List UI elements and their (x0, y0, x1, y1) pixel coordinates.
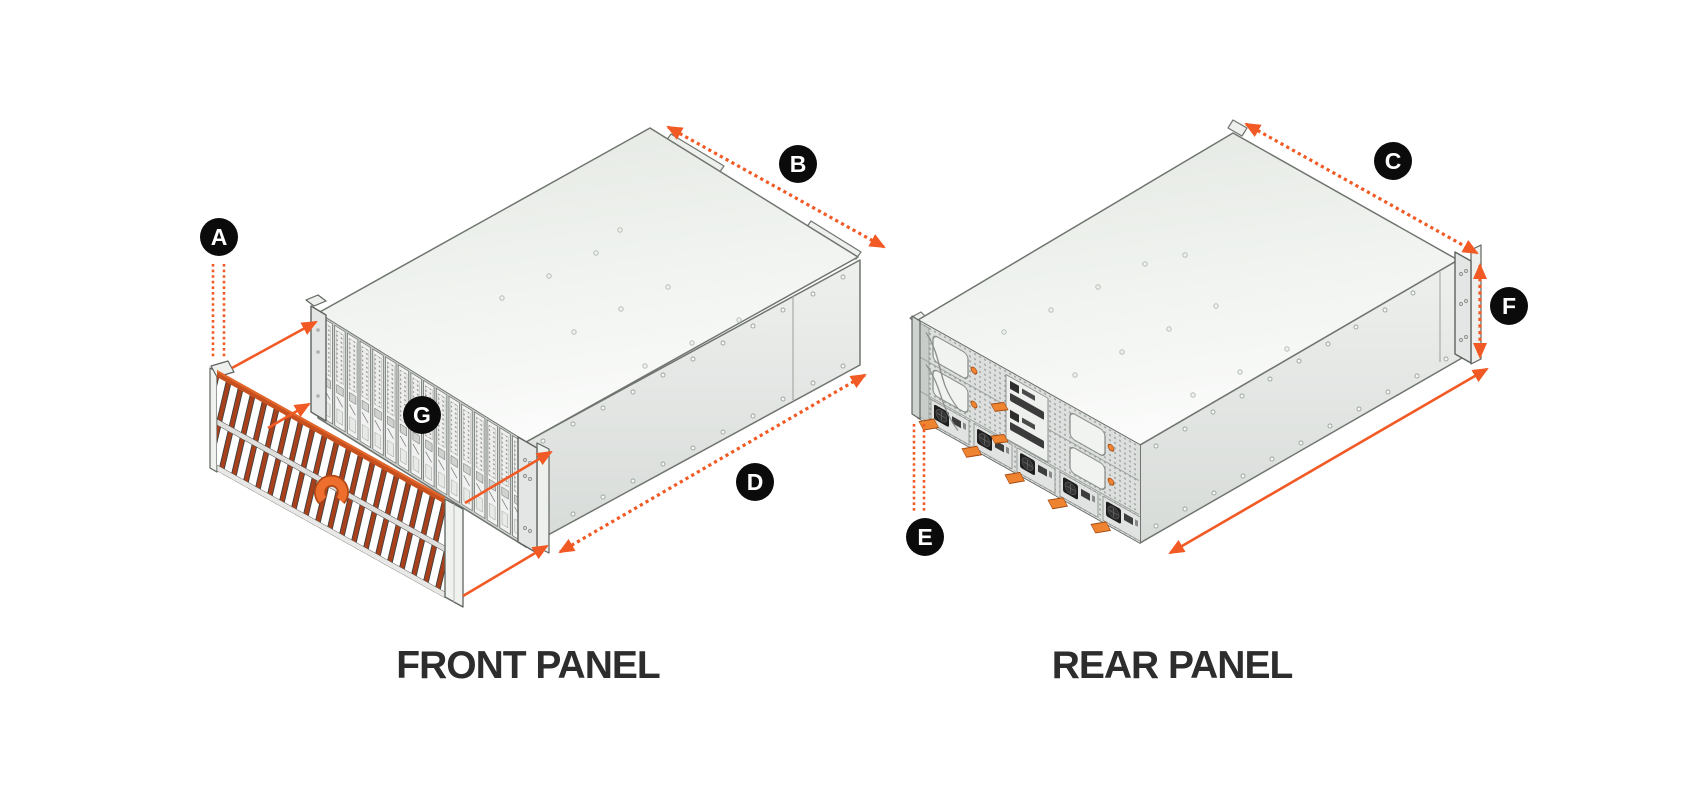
callout-badge-d: D (736, 463, 774, 501)
front-left-rack-post (305, 294, 327, 422)
rear-panel-caption: REAR PANEL (1051, 644, 1294, 687)
rear-right-rack-post (1454, 244, 1482, 365)
callout-badge-a: A (200, 218, 238, 256)
callout-badge-g: G (403, 396, 441, 434)
callout-badge-e: E (906, 518, 944, 556)
front-bezel (209, 360, 464, 608)
dim-line-b (666, 125, 886, 249)
release-levers (918, 401, 1111, 534)
rear-chassis (909, 119, 1482, 544)
bezel-install-arrows (231, 320, 553, 598)
dim-line-a (211, 264, 226, 358)
callout-badge-f: F (1490, 287, 1528, 325)
port-panel (1005, 373, 1049, 463)
bail-handles (925, 332, 959, 431)
callout-badge-b: B (779, 145, 817, 183)
dim-line-e (912, 424, 926, 512)
thumbscrews (970, 366, 1115, 486)
bezel-top-tab (210, 360, 235, 378)
front-panel-caption: FRONT PANEL (396, 644, 660, 687)
psu-modules (930, 398, 1140, 543)
pure-logo-icon (314, 474, 349, 505)
callout-badge-c: C (1374, 142, 1412, 180)
dim-line-rear-depth (1168, 367, 1489, 555)
dim-line-c (1244, 122, 1479, 255)
handle-cutouts (932, 335, 1106, 490)
front-right-rack-post (517, 436, 550, 554)
rear-psu-face (911, 315, 1141, 544)
bezel-left-edge (209, 367, 218, 473)
